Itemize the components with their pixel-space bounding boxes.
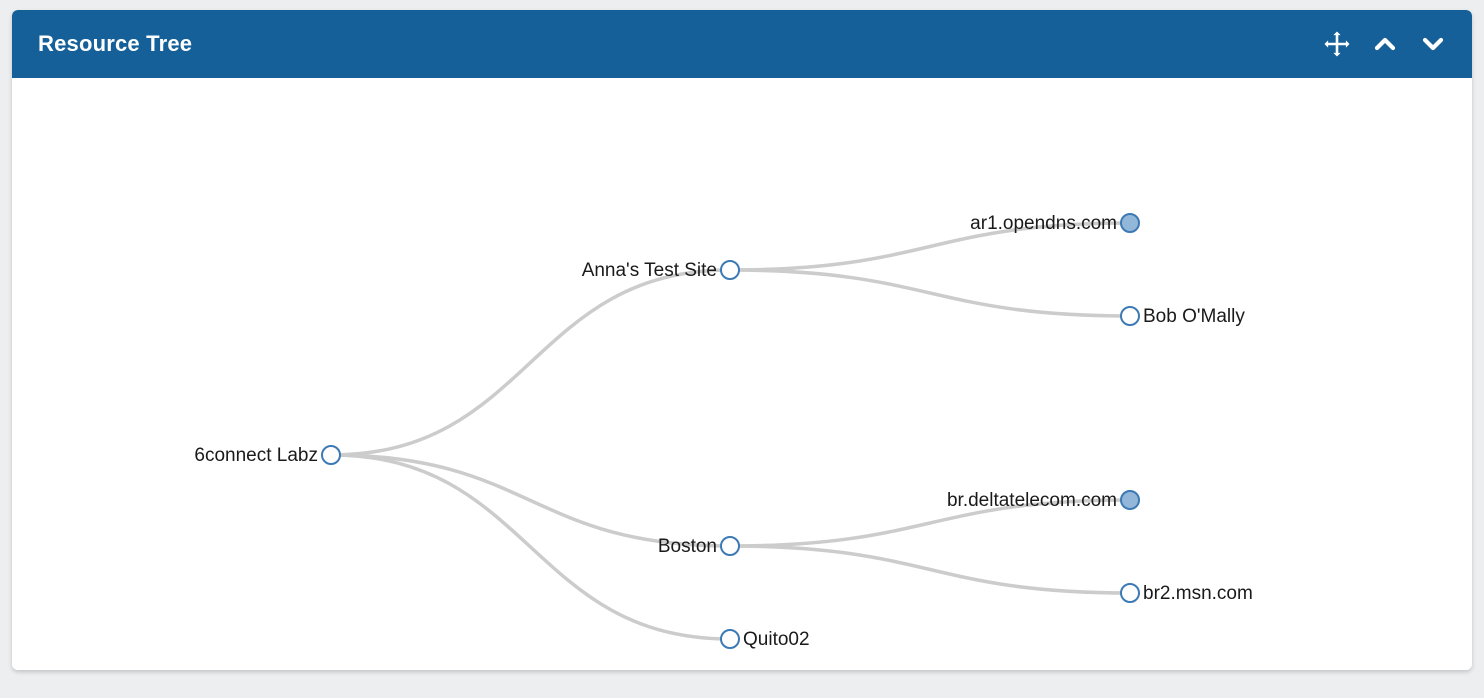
tree-nodes-layer: 6connect Labz Anna's Test SiteBostonQuito… (194, 213, 1253, 650)
tree-node-circle[interactable] (1120, 306, 1140, 326)
tree-link (728, 544, 1132, 595)
tree-node-label: Anna's Test Site (582, 260, 717, 281)
panel-header: Resource Tree (12, 10, 1472, 78)
move-icon[interactable] (1320, 27, 1354, 61)
resource-tree-panel: Resource Tree (12, 10, 1472, 670)
tree-node-label: br2.msn.com (1143, 583, 1253, 604)
tree-node-circle[interactable] (720, 629, 740, 649)
tree-node[interactable]: br.deltatelecom.com (947, 490, 1140, 511)
tree-node-circle[interactable] (720, 260, 740, 280)
panel-header-tools (1320, 27, 1450, 61)
tree-node-label: br.deltatelecom.com (947, 490, 1117, 511)
tree-node-label: 6connect Labz (194, 445, 318, 466)
tree-node[interactable]: br2.msn.com (1120, 583, 1253, 604)
tree-node-circle[interactable] (321, 445, 341, 465)
tree-node-label: Boston (658, 536, 717, 557)
tree-node[interactable]: Quito02 (720, 629, 810, 650)
tree-link (329, 453, 732, 641)
tree-link (728, 221, 1132, 272)
tree-node[interactable]: ar1.opendns.com (970, 213, 1140, 234)
tree-node[interactable]: Bob O'Mally (1120, 306, 1245, 327)
tree-node-label: ar1.opendns.com (970, 213, 1117, 234)
tree-node-circle[interactable] (1120, 213, 1140, 233)
page-title: Resource Tree (38, 31, 193, 56)
tree-node-circle[interactable] (1120, 583, 1140, 603)
resource-tree-graph[interactable]: 6connect Labz Anna's Test SiteBostonQuito… (12, 78, 1472, 670)
chevron-down-icon[interactable] (1416, 27, 1450, 61)
tree-link (329, 268, 732, 457)
tree-links-layer (329, 221, 1132, 641)
tree-node-label: Bob O'Mally (1143, 306, 1245, 327)
chevron-up-icon[interactable] (1368, 27, 1402, 61)
tree-link (329, 453, 732, 548)
tree-node-label: Quito02 (743, 629, 810, 650)
tree-node-circle[interactable] (720, 536, 740, 556)
tree-link (728, 268, 1132, 318)
tree-node[interactable]: 6connect Labz (194, 445, 341, 466)
tree-node-circle[interactable] (1120, 490, 1140, 510)
tree-node[interactable]: Anna's Test Site (582, 260, 740, 281)
tree-link (728, 498, 1132, 548)
tree-node[interactable]: Boston (658, 536, 740, 557)
